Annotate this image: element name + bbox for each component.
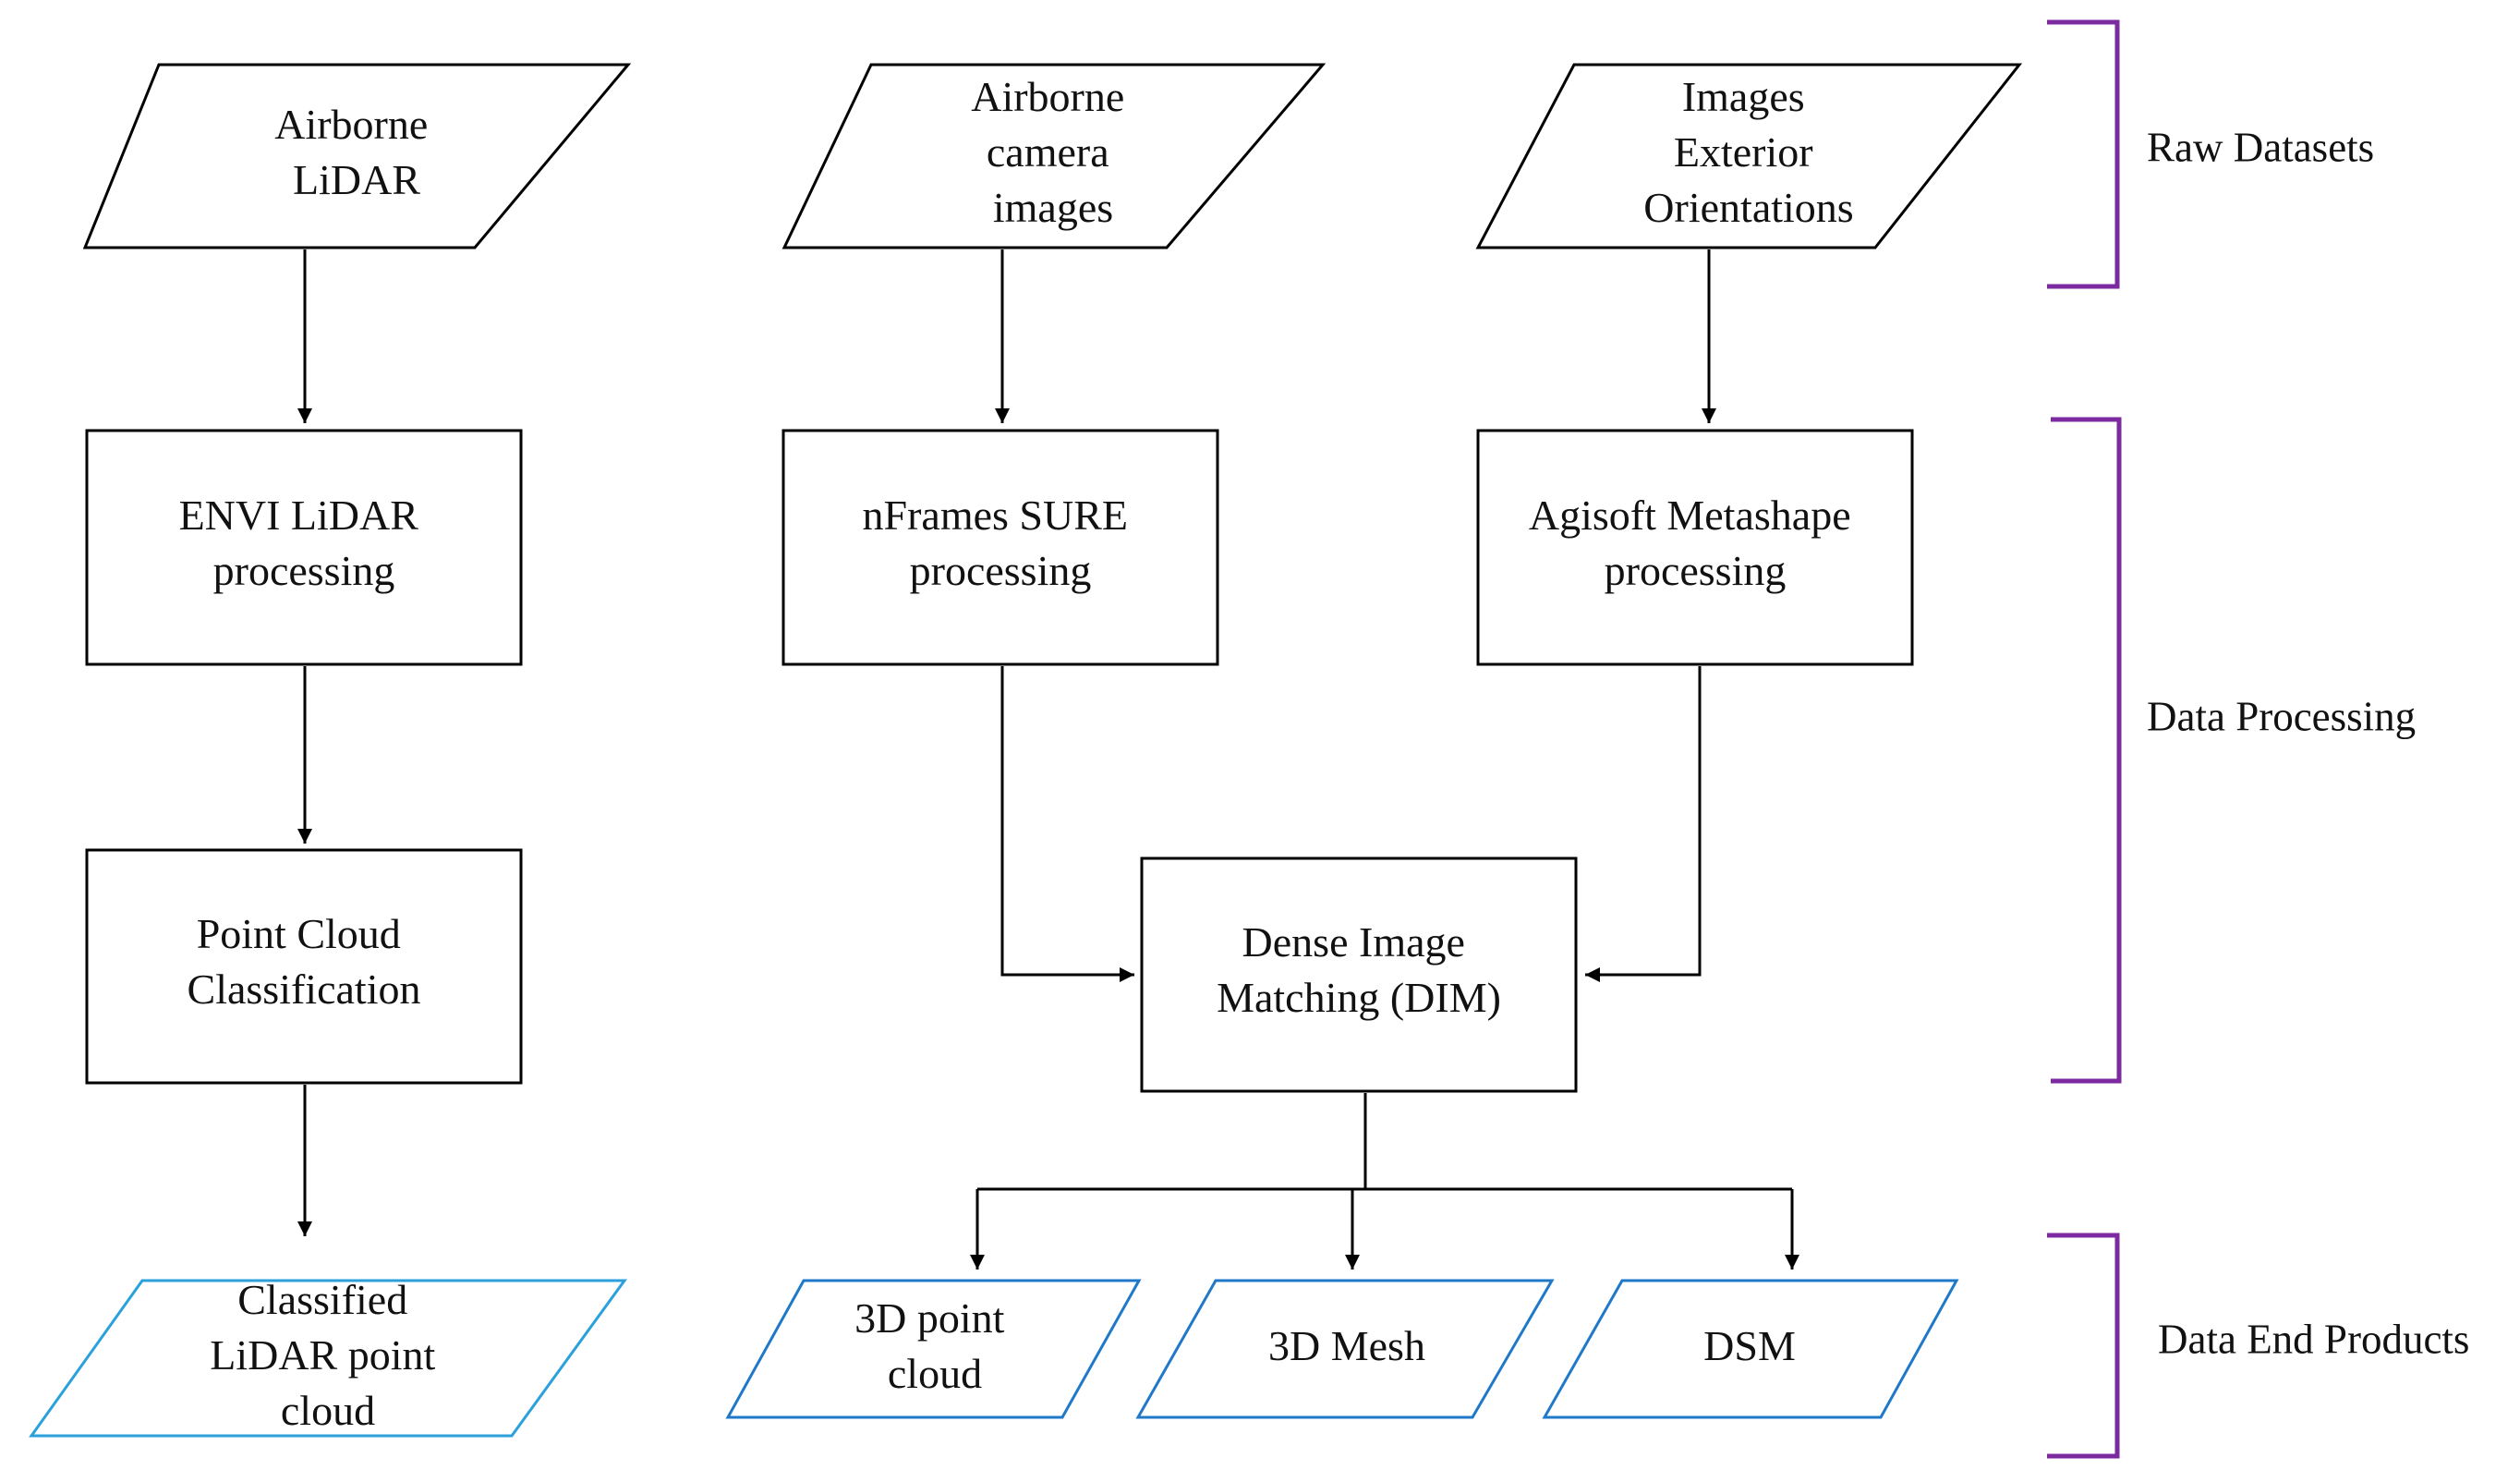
nframes-sure-processing-box — [781, 429, 1219, 666]
data-end-products-label: Data End Products — [2158, 1316, 2469, 1362]
data-processing-bracket — [2051, 417, 2122, 1084]
stage-brackets — [2047, 19, 2122, 1459]
3d-mesh-label: 3D Mesh — [1268, 1322, 1425, 1369]
processing-group: ENVI LiDAR processing nFrames SURE proce… — [85, 429, 1914, 1093]
stage-labels: Raw Datasets Data Processing Data End Pr… — [2147, 124, 2469, 1362]
connectors — [297, 249, 1799, 1269]
dsm-label: DSM — [1703, 1322, 1796, 1369]
airborne-lidar-shape — [82, 63, 632, 249]
dense-image-matching-label: Dense Image Matching (DIM) — [1217, 918, 1501, 1021]
raw-datasets-group: Airborne LiDAR Airborne camera images Im… — [82, 63, 2023, 249]
arrow-agisoft-to-dim — [1585, 666, 1702, 982]
envi-lidar-processing-label: ENVI LiDAR processing — [179, 492, 430, 594]
dsm-shape — [1542, 1279, 1959, 1419]
3d-point-cloud-shape — [725, 1279, 1142, 1419]
3d-point-cloud-label: 3D point cloud — [854, 1294, 1015, 1397]
airborne-lidar-label: Airborne LiDAR — [274, 101, 439, 203]
point-cloud-classification-label: Point Cloud Classification — [188, 910, 421, 1013]
airborne-camera-images-label: Airborne camera images — [971, 73, 1135, 231]
end-products-group: Classified LiDAR point cloud 3D point cl… — [29, 1276, 1959, 1438]
nframes-sure-processing-label: nFrames SURE processing — [863, 492, 1139, 594]
envi-lidar-processing-box — [85, 429, 523, 666]
airborne-camera-images-shape — [781, 63, 1327, 249]
images-exterior-orientations-shape — [1475, 63, 2023, 249]
agisoft-metashape-processing-box — [1476, 429, 1914, 666]
classified-lidar-point-cloud-label: Classified LiDAR point cloud — [210, 1276, 446, 1434]
arrow-nframes-to-dim — [1000, 666, 1134, 982]
images-exterior-orientations-label: Images Exterior Orientations — [1643, 73, 1853, 231]
raw-datasets-label: Raw Datasets — [2147, 124, 2374, 170]
agisoft-metashape-processing-label: Agisoft Metashape processing — [1529, 492, 1861, 594]
data-processing-label: Data Processing — [2147, 693, 2416, 739]
3d-mesh-shape — [1135, 1279, 1555, 1419]
raw-datasets-bracket — [2047, 19, 2120, 289]
data-end-products-bracket — [2047, 1233, 2120, 1459]
classified-lidar-point-cloud-shape — [29, 1279, 627, 1438]
dense-image-matching-box — [1140, 856, 1578, 1093]
point-cloud-classification-box — [85, 848, 523, 1085]
